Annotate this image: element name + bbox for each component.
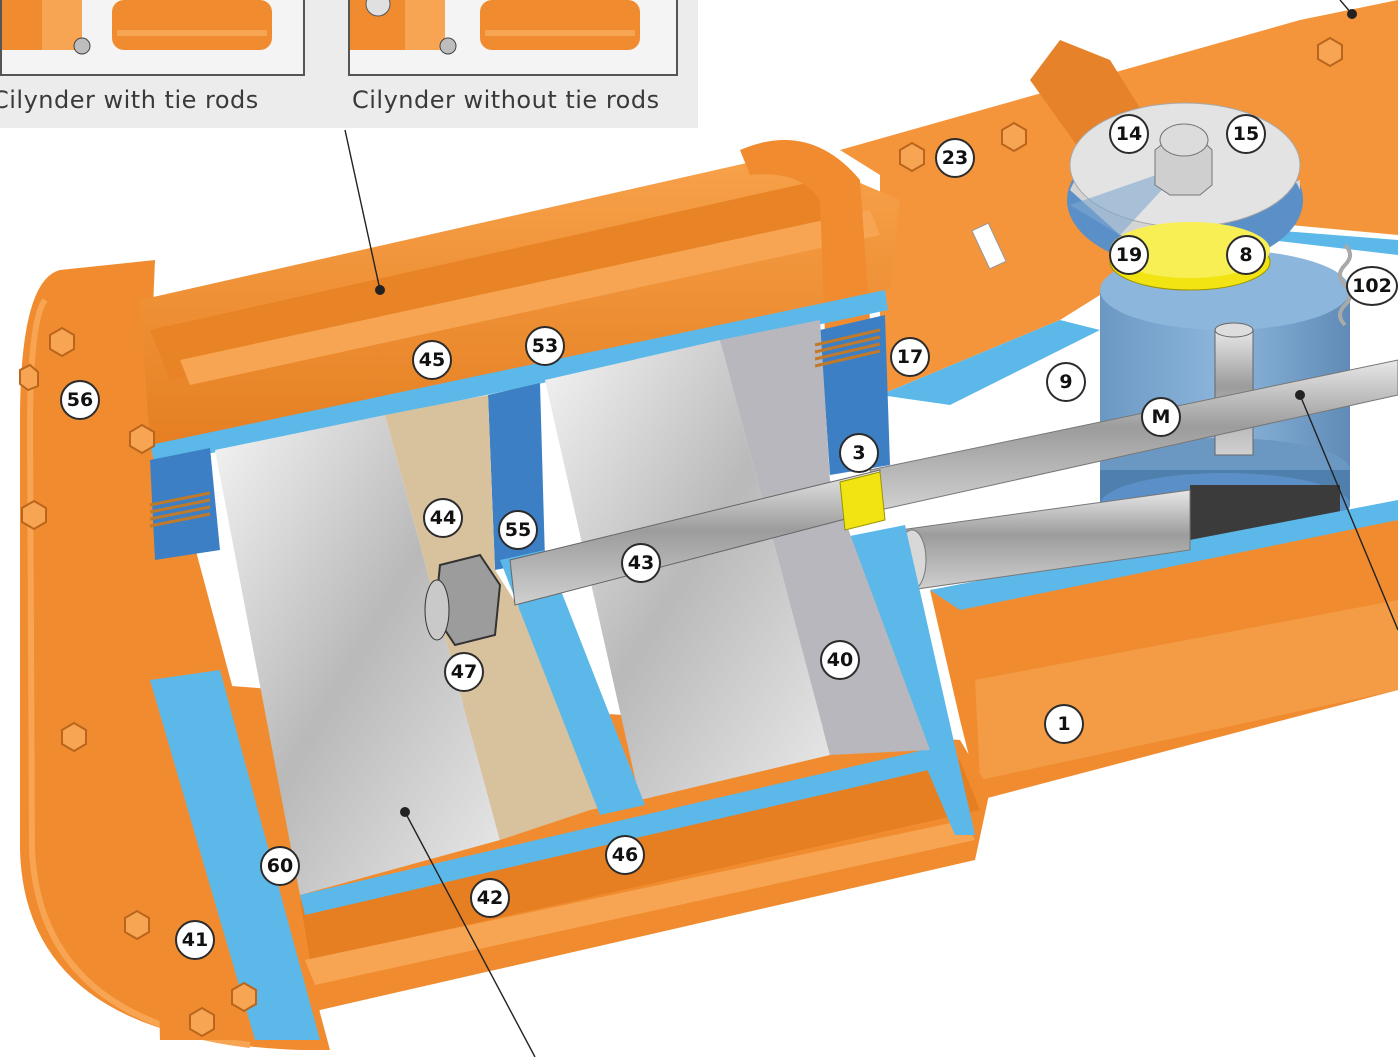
callout-1: 1	[1044, 704, 1084, 744]
callout-56: 56	[60, 380, 100, 420]
callout-3: 3	[839, 433, 879, 473]
callout-17: 17	[890, 337, 930, 377]
scotch-yoke	[1100, 222, 1350, 625]
thumbnail-without-tie-rods	[348, 0, 678, 76]
tie-rod-cylinder-thumbnail	[2, 0, 303, 74]
callout-23: 23	[935, 138, 975, 178]
callout-42: 42	[470, 878, 510, 918]
tie-rod-threads	[149, 328, 881, 528]
caption-with-tie-rods: Cilynder with tie rods	[0, 86, 259, 114]
thumbnail-with-tie-rods	[0, 0, 305, 76]
callout-45: 45	[412, 340, 452, 380]
main-piston-rod	[424, 469, 886, 647]
callout-55: 55	[498, 510, 538, 550]
flange-bolts	[19, 326, 257, 1038]
spring-coil	[1338, 243, 1352, 327]
piston-cut-face	[500, 550, 645, 815]
cylinder-bore	[215, 320, 930, 895]
callout-43: 43	[621, 543, 661, 583]
callout-44: 44	[423, 498, 463, 538]
callout-15: 15	[1226, 114, 1266, 154]
callout-M: M	[1141, 397, 1181, 437]
callout-46: 46	[605, 835, 645, 875]
cylinder-variant-panel: Cilynder with tie rods Cilynder without …	[0, 0, 698, 128]
callout-102: 102	[1346, 266, 1398, 306]
callout-40: 40	[820, 640, 860, 680]
caption-without-tie-rods: Cilynder without tie rods	[352, 86, 660, 114]
leader-dots	[375, 9, 1357, 817]
callout-41: 41	[175, 920, 215, 960]
callout-19: 19	[1109, 235, 1149, 275]
callout-60: 60	[260, 846, 300, 886]
callout-47: 47	[444, 652, 484, 692]
plate-bolts	[899, 36, 1343, 173]
callout-53: 53	[525, 326, 565, 366]
callout-9: 9	[1046, 362, 1086, 402]
no-tie-rod-cylinder-thumbnail	[350, 0, 676, 74]
leader-lines	[344, 0, 1398, 1057]
plate-slot	[971, 222, 1007, 270]
callout-8: 8	[1226, 235, 1266, 275]
callout-14: 14	[1109, 114, 1149, 154]
